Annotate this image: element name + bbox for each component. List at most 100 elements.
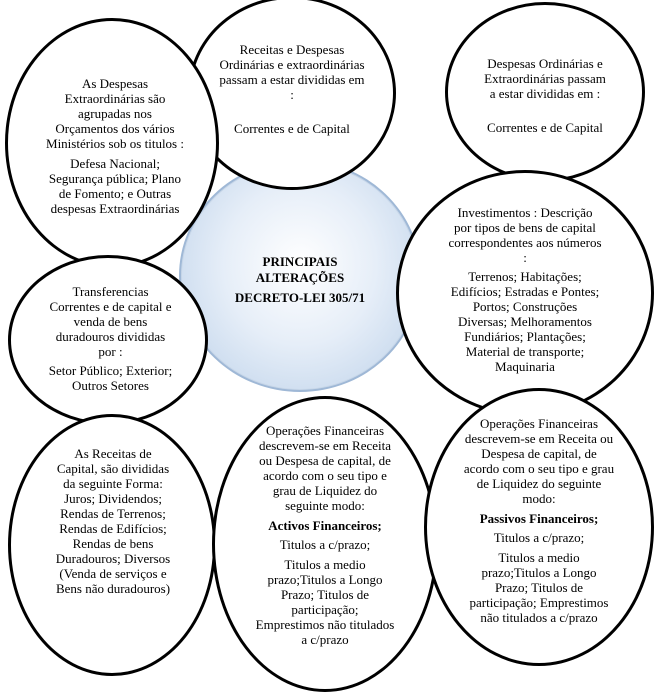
bottom-center-item2-line-6: a c/prazo: [301, 632, 349, 647]
middle-left-lines-line-4: duradouros divididas: [55, 329, 166, 344]
middle-right-lines-line-1: Investimentos : Descrição: [457, 205, 593, 220]
bottom-right-lines-line-1: Operações Financeiras: [479, 416, 599, 431]
middle-right-body: Terrenos; Habitações;Edifícios; Estradas…: [420, 269, 630, 374]
bottom-right-lines-line-3: Despesa de capital, de: [481, 446, 597, 461]
middle-left-body: Setor Público; Exterior;Outros Setores: [28, 363, 193, 393]
top-left-body: Defesa Nacional;Segurança pública; Plano…: [30, 156, 200, 216]
top-center-lines-line-4: :: [290, 87, 294, 102]
top-center-lines-line-1: Receitas e Despesas: [239, 42, 345, 57]
top-left-body-line-1: Defesa Nacional;: [70, 156, 160, 171]
top-center-lines-line-3: passam a estar divididas em: [219, 72, 365, 87]
center-title-line3: DECRETO-LEI 305/71: [234, 290, 366, 305]
middle-right-body-line-3: Portos; Construções: [472, 299, 578, 314]
bottom-right-heading: Passivos Financeiros;: [479, 511, 599, 526]
bottom-center-heading: Activos Financeiros;: [268, 518, 382, 533]
bottom-center-lines-line-5: grau de Liquidez do: [272, 483, 378, 498]
middle-right-body-line-5: Fundiários; Plantações;: [464, 329, 586, 344]
top-left-lines-line-4: Orçamentos dos vários: [55, 121, 175, 136]
bottom-center-item2-line-1: Titulos a medio: [284, 557, 366, 572]
bottom-left-lines-line-8: Duradouros; Diversos: [55, 551, 171, 566]
bottom-center-lines-line-4: acordo com o seu tipo e: [263, 468, 387, 483]
top-left-lines-line-1: As Despesas: [81, 76, 149, 91]
top-left-lines-line-5: Ministérios sob os titulos :: [46, 136, 184, 151]
middle-left-lines-line-2: Correntes e de capital e: [49, 299, 172, 314]
top-center-footer: Correntes e de Capital: [234, 121, 350, 136]
middle-left-body-line-2: Outros Setores: [72, 378, 149, 393]
middle-left-lines-line-1: Transferencias: [72, 284, 149, 299]
middle-right-lines-line-4: :: [523, 250, 527, 265]
bottom-left-lines-line-7: Rendas de bens: [72, 536, 154, 551]
bottom-right-item2-line-4: participação; Emprestimos: [469, 595, 609, 610]
bottom-left-lines-line-6: Rendas de Edifícios;: [59, 521, 167, 536]
bottom-center-item2-line-4: participação;: [291, 602, 359, 617]
bottom-right-lines-line-2: descrevem-se em Receita ou: [464, 431, 614, 446]
bottom-center-item2-line-3: Prazo; Titulos de: [280, 587, 370, 602]
bottom-left-lines-line-9: (Venda de serviços e: [59, 566, 167, 581]
bubble-bottom-left: [8, 414, 216, 676]
bottom-center-lines-line-2: descrevem-se em Receita: [258, 438, 392, 453]
middle-right-body-line-2: Edifícios; Estradas e Pontes;: [450, 284, 600, 299]
bottom-center-item2-line-2: prazo;Titulos a Longo: [267, 572, 383, 587]
bottom-right-item1: Titulos a c/prazo;: [493, 530, 585, 545]
middle-right-lines-line-2: por tipos de bens de capital: [454, 220, 596, 235]
bottom-right-item2-line-1: Titulos a medio: [498, 550, 580, 565]
middle-right-body-line-1: Terrenos; Habitações;: [468, 269, 582, 284]
top-center-lines-line-2: Ordinárias e extraordinárias: [219, 57, 365, 72]
bottom-center-lines-line-3: ou Despesa de capital, de: [259, 453, 391, 468]
middle-right-body-line-4: Diversas; Melhoramentos: [458, 314, 592, 329]
bottom-center-item2-line-5: Emprestimos não titulados: [255, 617, 395, 632]
top-left-body-line-4: despesas Extraordinárias: [50, 201, 180, 216]
bottom-left-lines-line-1: As Receitas de: [74, 446, 152, 461]
bubble-middle-left: [8, 255, 208, 425]
center-bubble: [179, 160, 421, 392]
bottom-left-lines-line-4: Juros; Dividendos;: [64, 491, 162, 506]
bottom-right-lines-line-4: acordo com o seu tipo e grau: [463, 461, 615, 476]
bottom-right-lines-line-5: de Liquidez do seguinte: [476, 476, 602, 491]
bottom-center-lines-line-6: seguinte modo:: [285, 498, 365, 513]
bottom-left-lines-line-3: da seguinte Forma:: [63, 476, 163, 491]
bubble-bottom-right: [424, 388, 654, 666]
center-title-line2: ALTERAÇÕES: [255, 270, 345, 285]
bottom-right-item2-line-3: Prazo; Titulos de: [494, 580, 584, 595]
top-right-lines-line-1: Despesas Ordinárias e: [487, 56, 603, 71]
bottom-right-lines-line-6: modo:: [522, 491, 556, 506]
middle-left-lines-line-3: venda de bens: [73, 314, 148, 329]
bottom-left-lines-line-5: Rendas de Terrenos;: [60, 506, 166, 521]
bottom-center-lines-line-1: Operações Financeiras: [265, 423, 385, 438]
bottom-right-item2-line-5: não titulados a c/prazo: [480, 610, 598, 625]
bottom-center-item1: Titulos a c/prazo;: [279, 537, 371, 552]
middle-right-body-line-7: Maquinaria: [495, 359, 555, 374]
top-right-lines-line-2: Extraordinárias passam: [484, 71, 606, 86]
bubble-top-center: [188, 0, 396, 190]
bottom-left-lines-line-2: Capital, são divididas: [56, 461, 170, 476]
top-right-footer: Correntes e de Capital: [487, 120, 603, 135]
bubble-top-right: [445, 2, 645, 182]
middle-right-lines-line-3: correspondentes aos números: [448, 235, 602, 250]
top-left-lines-line-2: Extraordinárias são: [64, 91, 166, 106]
top-left-lines-line-3: agrupadas nos: [77, 106, 152, 121]
top-right-lines-line-3: a estar divididas em :: [489, 86, 601, 101]
bubble-middle-right: [396, 170, 654, 416]
middle-right-body-line-6: Material de transporte;: [465, 344, 585, 359]
bottom-right-item2-line-2: prazo;Titulos a Longo: [481, 565, 597, 580]
middle-left-lines-line-5: por :: [98, 344, 123, 359]
top-left-body-line-2: Segurança pública; Plano: [48, 171, 182, 186]
bottom-left-lines-line-10: Bens não duradouros): [55, 581, 171, 596]
